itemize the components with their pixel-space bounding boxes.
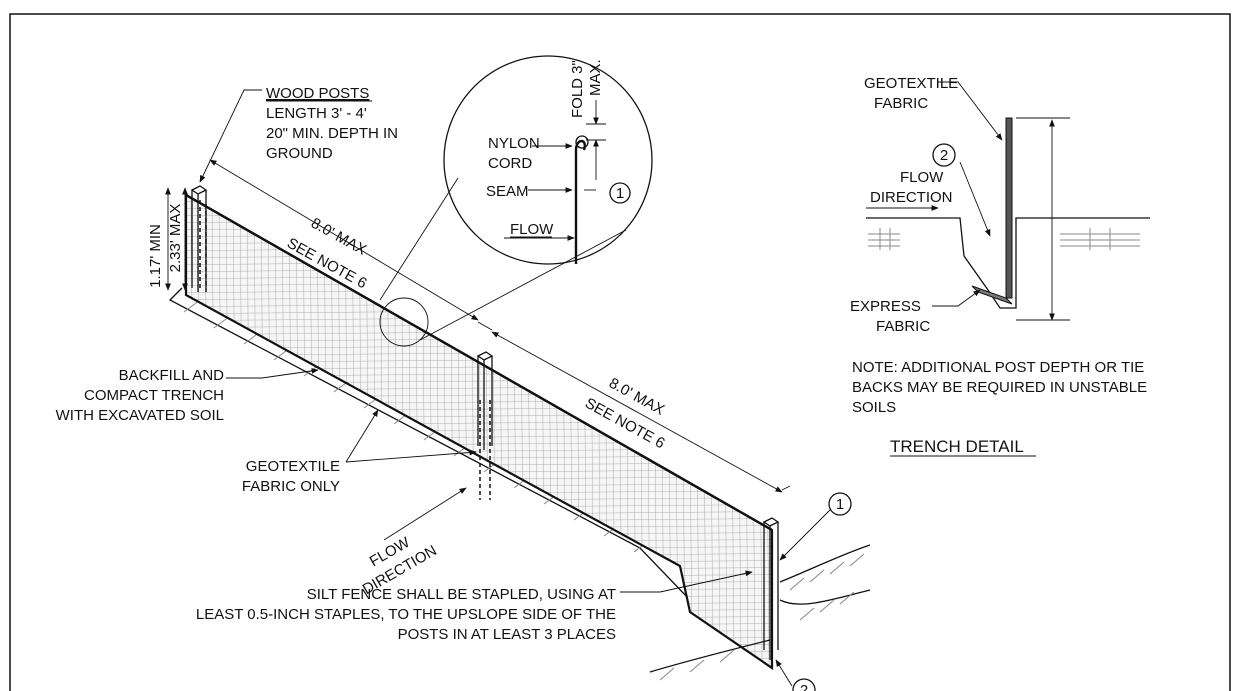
backfill-label-2: COMPACT TRENCH xyxy=(84,387,224,404)
wood-posts-ground: GROUND xyxy=(266,145,333,162)
nylon-cord-label-1: NYLON xyxy=(488,135,540,152)
sheet-border xyxy=(9,13,1231,691)
svg-text:1: 1 xyxy=(836,496,844,513)
backfill-label-1: BACKFILL AND xyxy=(119,367,224,384)
height-min-label: 1.17' MIN xyxy=(147,224,164,288)
height-max-label: 2.33' MAX xyxy=(167,204,184,273)
trench-detail-title: TRENCH DETAIL xyxy=(890,437,1024,456)
fence-isometric xyxy=(165,159,871,681)
svg-text:2: 2 xyxy=(940,147,948,164)
wood-posts-length: LENGTH 3' - 4' xyxy=(266,105,367,122)
silt-note-line-3: POSTS IN AT LEAST 3 PLACES xyxy=(398,626,616,643)
trench-flow-label-1: FLOW xyxy=(900,169,944,186)
trench-note-line-3: SOILS xyxy=(852,399,896,416)
svg-text:2: 2 xyxy=(800,682,808,691)
nylon-cord-label-2: CORD xyxy=(488,155,532,172)
express-fabric-label-1: EXPRESS xyxy=(850,298,921,315)
express-fabric-label-2: FABRIC xyxy=(876,318,930,335)
geotextile-only-label-2: FABRIC ONLY xyxy=(242,478,340,495)
trench-flow-label-2: DIRECTION xyxy=(870,189,953,206)
wood-post-right xyxy=(762,517,780,660)
callout-bubble-2-trench: 2 xyxy=(932,143,956,167)
wood-posts-depth: 20" MIN. DEPTH IN xyxy=(266,125,398,142)
silt-note-line-1: SILT FENCE SHALL BE STAPLED, USING AT xyxy=(307,586,616,603)
silt-note-line-2: LEAST 0.5-INCH STAPLES, TO THE UPSLOPE S… xyxy=(196,606,616,623)
trench-note-line-1: NOTE: ADDITIONAL POST DEPTH OR TIE xyxy=(852,359,1144,376)
fold-max-label: MAX. xyxy=(587,59,604,96)
geotextile-fabric-section xyxy=(1005,117,1013,299)
callout-bubble-1-main: 1 xyxy=(828,492,852,516)
geotextile-only-label-1: GEOTEXTILE xyxy=(246,458,340,475)
wood-posts-title: WOOD POSTS xyxy=(266,85,369,102)
trench-detail xyxy=(866,81,1150,321)
callout-bubble-1-zoom: 1 xyxy=(609,182,631,204)
leader-lines xyxy=(199,89,831,687)
callout-bubble-2-main: 2 xyxy=(792,678,816,691)
flow-label: FLOW xyxy=(510,221,554,238)
trench-geotextile-label-1: GEOTEXTILE xyxy=(864,75,958,92)
trench-geotextile-label-2: FABRIC xyxy=(874,95,928,112)
slope-hatch xyxy=(649,544,871,681)
trench-note-line-2: BACKS MAY BE REQUIRED IN UNSTABLE xyxy=(852,379,1147,396)
fold-detail-bubble xyxy=(379,55,653,341)
fold-label: FOLD 3" xyxy=(569,60,586,118)
wood-posts-label: WOOD POSTS LENGTH 3' - 4' 20" MIN. DEPTH… xyxy=(266,85,398,162)
svg-text:1: 1 xyxy=(616,185,624,202)
backfill-label-3: WITH EXCAVATED SOIL xyxy=(56,407,224,424)
seam-label: SEAM xyxy=(486,183,529,200)
